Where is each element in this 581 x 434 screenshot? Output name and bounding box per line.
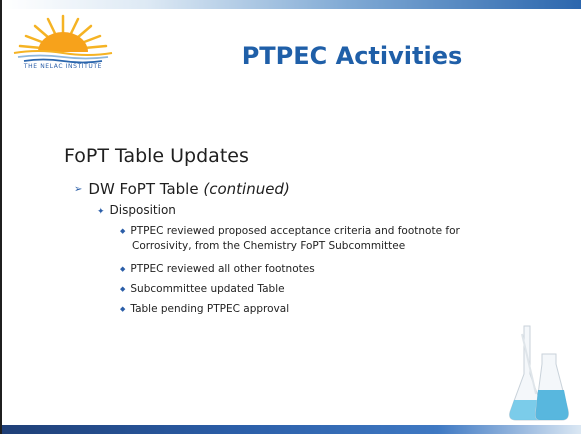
plus-bullet-icon: ✦ xyxy=(97,207,105,217)
level3-text: Subcommittee updated Table xyxy=(130,283,285,295)
dot-bullet-icon: ◆ xyxy=(120,265,126,273)
dot-bullet-icon: ◆ xyxy=(120,285,126,293)
logo-text: THE NELAC INSTITUTE xyxy=(23,63,103,70)
bottom-gradient-bar xyxy=(2,425,581,434)
nelac-logo: THE NELAC INSTITUTE xyxy=(8,12,118,74)
bullet-level1: ➢ DW FoPT Table (continued) xyxy=(74,180,290,198)
top-gradient-bar xyxy=(2,0,581,9)
level3-text: Table pending PTPEC approval xyxy=(130,303,290,315)
section-heading: FoPT Table Updates xyxy=(64,145,249,167)
bullet-level3-item: ◆ PTPEC reviewed all other footnotes xyxy=(120,262,315,277)
level3-text: PTPEC reviewed all other footnotes xyxy=(130,263,315,275)
dot-bullet-icon: ◆ xyxy=(120,305,126,313)
sunrise-icon xyxy=(13,14,113,64)
level3-text-continued: Corrosivity, from the Chemistry FoPT Sub… xyxy=(132,240,406,252)
level1-text: DW FoPT Table xyxy=(88,180,204,198)
level1-italic: (continued) xyxy=(203,180,290,198)
bullet-level3-item: ◆ PTPEC reviewed proposed acceptance crit… xyxy=(120,224,460,254)
bullet-level3-item: ◆ Subcommittee updated Table xyxy=(120,282,285,297)
dot-bullet-icon: ◆ xyxy=(120,227,126,235)
level3-text: PTPEC reviewed proposed acceptance crite… xyxy=(130,225,460,237)
arrow-bullet-icon: ➢ xyxy=(74,184,83,195)
slide-title: PTPEC Activities xyxy=(241,42,463,70)
bullet-level3-item: ◆ Table pending PTPEC approval xyxy=(120,302,289,317)
lab-flasks-icon xyxy=(509,325,569,421)
bullet-level2: ✦ Disposition xyxy=(97,203,176,217)
level2-text: Disposition xyxy=(109,203,176,217)
